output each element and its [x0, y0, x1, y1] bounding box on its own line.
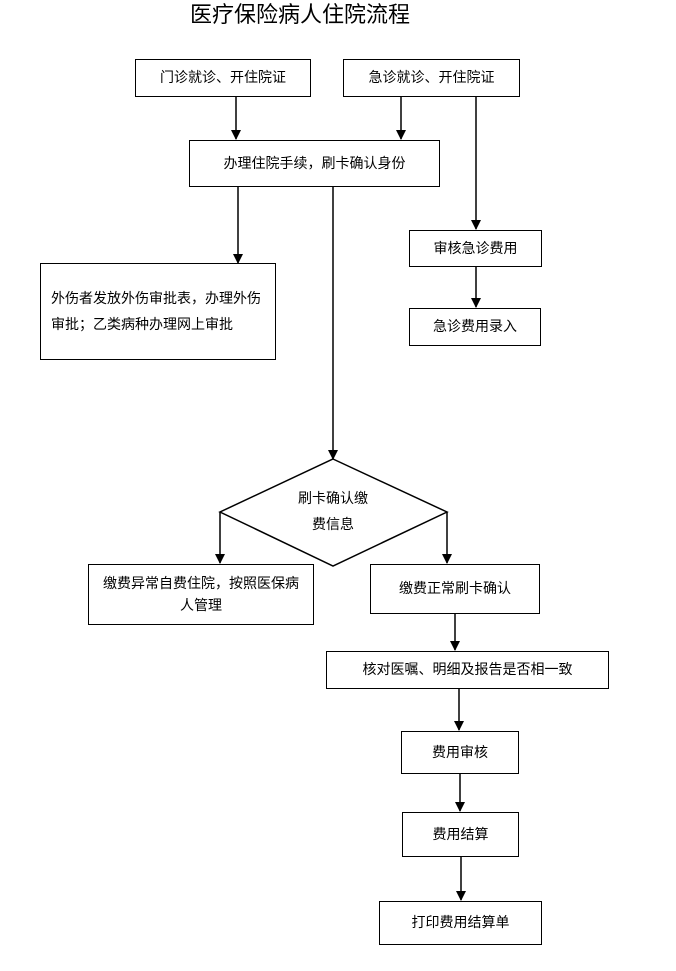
- audit-emergency-cost-node: 审核急诊费用: [409, 230, 542, 267]
- print-settlement-node: 打印费用结算单: [379, 901, 542, 945]
- normal-payment-label: 缴费正常刷卡确认: [399, 581, 511, 597]
- admission-node: 办理住院手续，刷卡确认身份: [189, 140, 440, 187]
- emergency-node: 急诊就诊、开住院证: [343, 59, 520, 97]
- cost-audit-node: 费用审核: [401, 731, 519, 774]
- decision-text: 刷卡确认缴 费信息: [268, 486, 398, 538]
- outpatient-node: 门诊就诊、开住院证: [135, 59, 311, 97]
- emergency-label: 急诊就诊、开住院证: [368, 70, 495, 86]
- abnormal-payment-label: 缴费异常自费住院，按照医保病人管理: [103, 575, 299, 614]
- decision-diamond: [218, 458, 449, 567]
- cost-settlement-node: 费用结算: [402, 812, 519, 857]
- cost-settlement-label: 费用结算: [432, 826, 489, 843]
- decision-label-line2: 费信息: [312, 517, 354, 533]
- decision-label-line1: 刷卡确认缴: [298, 491, 368, 507]
- injury-approval-node: 外伤者发放外伤审批表，办理外伤审批；乙类病种办理网上审批: [40, 263, 276, 360]
- print-settlement-label: 打印费用结算单: [411, 915, 510, 931]
- check-orders-label: 核对医嘱、明细及报告是否相一致: [362, 662, 573, 678]
- normal-payment-node: 缴费正常刷卡确认: [370, 564, 540, 614]
- emergency-cost-entry-node: 急诊费用录入: [409, 308, 541, 346]
- check-orders-node: 核对医嘱、明细及报告是否相一致: [326, 651, 609, 689]
- audit-emergency-cost-label: 审核急诊费用: [433, 240, 518, 257]
- abnormal-payment-node: 缴费异常自费住院，按照医保病人管理: [88, 564, 314, 625]
- diagram-title: 医疗保险病人住院流程: [189, 3, 410, 28]
- admission-label: 办理住院手续，刷卡确认身份: [223, 155, 406, 172]
- injury-approval-label: 外伤者发放外伤审批表，办理外伤审批；乙类病种办理网上审批: [51, 290, 261, 333]
- outpatient-label: 门诊就诊、开住院证: [160, 70, 286, 86]
- emergency-cost-entry-label: 急诊费用录入: [433, 319, 517, 335]
- cost-audit-label: 费用审核: [432, 744, 488, 761]
